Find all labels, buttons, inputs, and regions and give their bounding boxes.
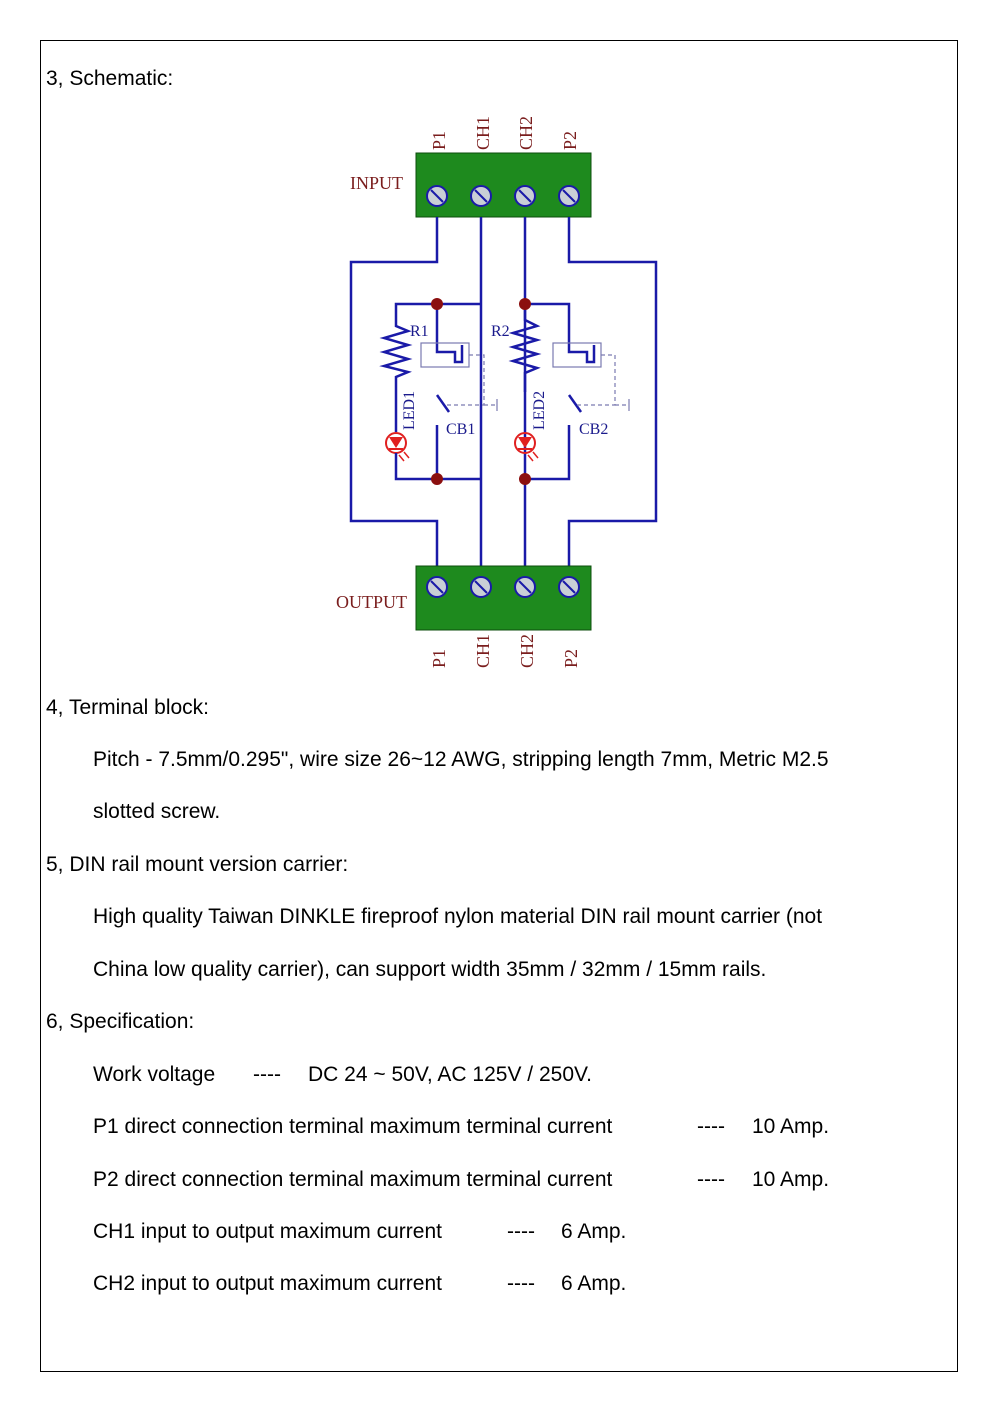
output-screws: [426, 576, 580, 598]
spec-value: 6 Amp.: [561, 1220, 627, 1243]
breaker-icon: [420, 342, 498, 413]
cb1-label: CB1: [446, 421, 475, 438]
spec-separator: ----: [253, 1063, 281, 1086]
spec-label: CH1 input to output maximum current: [93, 1220, 442, 1243]
page-frame: [40, 40, 958, 1372]
spec-value: 6 Amp.: [561, 1272, 627, 1295]
output-pin-p2: P2: [561, 649, 581, 668]
breaker-icon: [552, 342, 630, 413]
input-screws: [426, 185, 580, 207]
specification-heading: 6, Specification:: [46, 1010, 195, 1033]
spec-separator: ----: [697, 1168, 725, 1191]
spec-label: P1 direct connection terminal maximum te…: [93, 1115, 613, 1138]
resistor-icon: [379, 320, 413, 392]
resistor-icon: [508, 304, 542, 392]
spec-label: P2 direct connection terminal maximum te…: [93, 1168, 613, 1191]
led1-label: LED1: [401, 391, 418, 430]
input-terminal-block: [415, 152, 592, 218]
input-pin-ch1: CH1: [473, 116, 493, 150]
input-pin-p1: P1: [429, 131, 449, 150]
output-label: OUTPUT: [336, 592, 407, 612]
spec-separator: ----: [507, 1272, 535, 1295]
terminal-block-line-2: slotted screw.: [93, 800, 221, 823]
input-pin-ch2: CH2: [516, 116, 536, 150]
schematic-diagram: P1 CH1 CH2 P2 INPUT R1: [336, 116, 658, 668]
spec-separator: ----: [507, 1220, 535, 1243]
cb2-label: CB2: [579, 421, 608, 438]
output-pin-ch2: CH2: [517, 634, 537, 668]
din-rail-line-2: China low quality carrier), can support …: [93, 958, 767, 981]
r2-label: R2: [491, 323, 510, 340]
input-label: INPUT: [350, 173, 403, 193]
led-icon: [385, 392, 410, 462]
spec-separator: ----: [697, 1115, 725, 1138]
spec-value: 10 Amp.: [752, 1168, 830, 1191]
junction-nodes: [431, 298, 531, 485]
spec-label: Work voltage: [93, 1063, 216, 1086]
spec-label: CH2 input to output maximum current: [93, 1272, 442, 1295]
r1-label: R1: [410, 323, 429, 340]
spec-value: DC 24 ~ 50V, AC 125V / 250V.: [308, 1063, 592, 1086]
output-pin-ch1: CH1: [473, 634, 493, 668]
terminal-block-heading: 4, Terminal block:: [46, 696, 210, 719]
din-rail-heading: 5, DIN rail mount version carrier:: [46, 853, 349, 876]
din-rail-line-1: High quality Taiwan DINKLE fireproof nyl…: [93, 905, 823, 928]
schematic-heading: 3, Schematic:: [46, 67, 174, 90]
output-pin-p1: P1: [429, 649, 449, 668]
output-terminal-block: [415, 565, 592, 631]
spec-value: 10 Amp.: [752, 1115, 830, 1138]
led2-label: LED2: [531, 391, 548, 430]
terminal-block-line-1: Pitch - 7.5mm/0.295", wire size 26~12 AW…: [93, 748, 829, 771]
input-pin-p2: P2: [560, 131, 580, 150]
led-icon: [514, 432, 539, 462]
